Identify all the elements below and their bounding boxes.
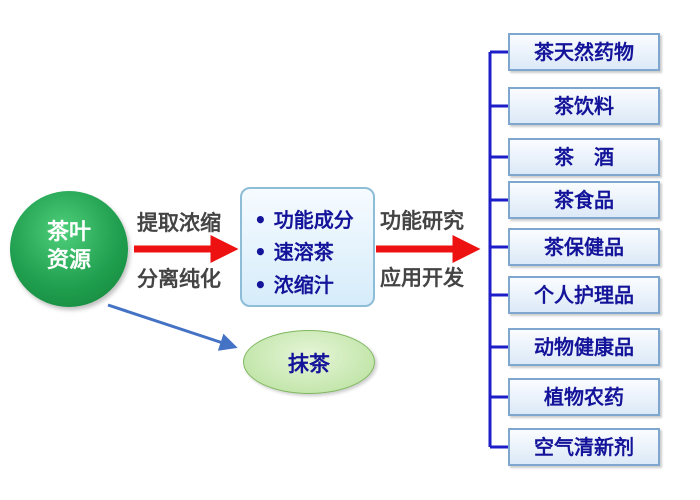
research-label-bottom: 应用开发	[380, 266, 464, 290]
product-box: 个人护理品	[508, 276, 660, 314]
product-box: 茶 酒	[508, 138, 660, 176]
product-box: 茶天然药物	[508, 33, 660, 71]
component-item: • 速溶茶	[254, 240, 334, 264]
component-item: • 浓缩汁	[254, 273, 334, 297]
tea-resource-node: 茶叶 资源	[10, 191, 128, 307]
product-box: 植物农药	[508, 378, 660, 416]
matcha-label: 抹茶	[288, 352, 330, 376]
product-box: 动物健康品	[508, 328, 660, 366]
component-item: • 功能成分	[254, 208, 354, 232]
research-label-top: 功能研究	[380, 209, 464, 233]
process-label-top: 提取浓缩	[137, 211, 221, 235]
components-box: • 功能成分 • 速溶茶 • 浓缩汁	[240, 187, 375, 307]
tea-resource-line2: 资源	[46, 248, 91, 273]
matcha-node: 抹茶	[243, 330, 375, 394]
product-bracket	[488, 50, 508, 449]
product-box: 茶食品	[508, 181, 660, 219]
tea-resource-line1: 茶叶	[46, 220, 91, 245]
product-box: 茶饮料	[508, 87, 660, 125]
process-label-bottom: 分离纯化	[137, 267, 221, 291]
product-box: 茶保健品	[508, 228, 660, 266]
matcha-arrow	[107, 303, 238, 351]
product-box: 空气清新剂	[508, 428, 660, 466]
